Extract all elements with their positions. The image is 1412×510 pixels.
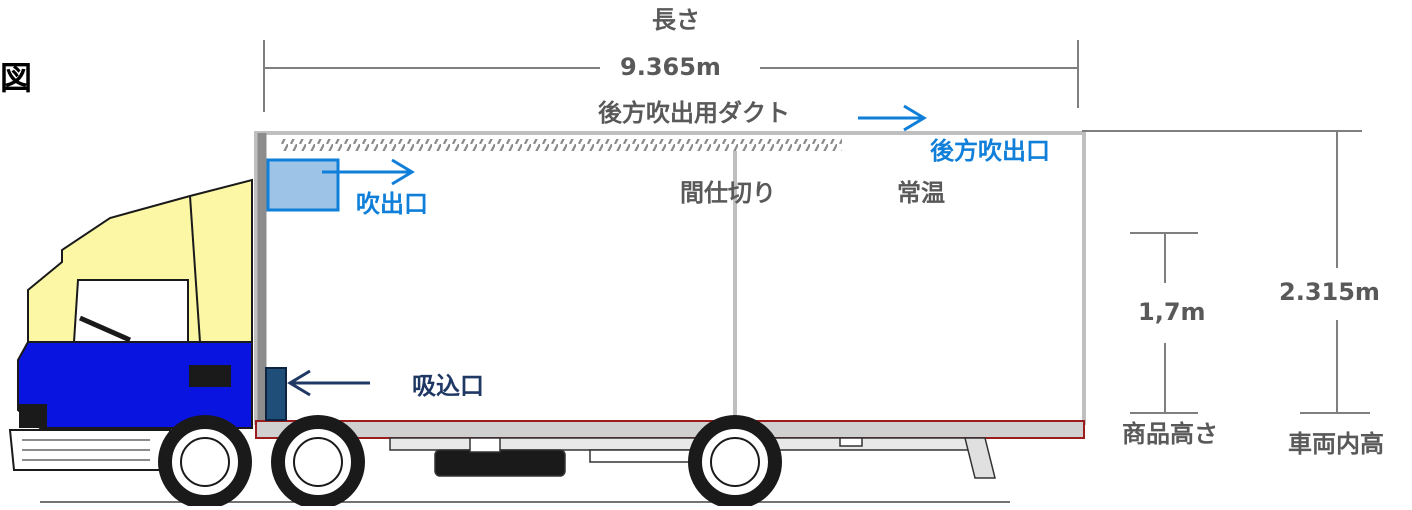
length-dimension [263, 40, 1079, 112]
truck-cab [8, 178, 253, 471]
duct-label: 後方吹出用ダクト [598, 99, 790, 127]
intake-arrow [287, 369, 370, 397]
outlet-arrow [322, 158, 415, 186]
ambient-label: 常温 [897, 179, 945, 207]
intake-vent [265, 367, 287, 421]
product-height-value: 1,7m [1138, 298, 1206, 326]
intake-label: 吸込口 [412, 372, 484, 400]
rear-duct [280, 139, 842, 151]
cargo-box [254, 131, 1086, 439]
product-height-dimension [1130, 232, 1198, 414]
interior-height-dimension [1082, 130, 1370, 414]
interior-height-caption: 車両内高 [1288, 430, 1384, 458]
partition-label: 間仕切り [680, 179, 776, 207]
outlet-label: 吹出口 [356, 190, 428, 218]
interior-height-value: 2.315m [1279, 278, 1380, 306]
length-value: 9.365m [620, 53, 721, 81]
duct-arrow [858, 104, 927, 132]
front-wheel [158, 415, 252, 509]
figure-label: 図 [0, 59, 33, 97]
chassis [389, 437, 996, 479]
rear-wheel [688, 415, 782, 509]
middle-wheel [271, 415, 365, 509]
outlet-vent [266, 158, 340, 212]
floor [255, 420, 1085, 439]
rear-outlet-label: 後方吹出口 [930, 137, 1050, 165]
product-height-caption: 商品高さ [1122, 420, 1218, 448]
length-title: 長さ [652, 6, 700, 34]
